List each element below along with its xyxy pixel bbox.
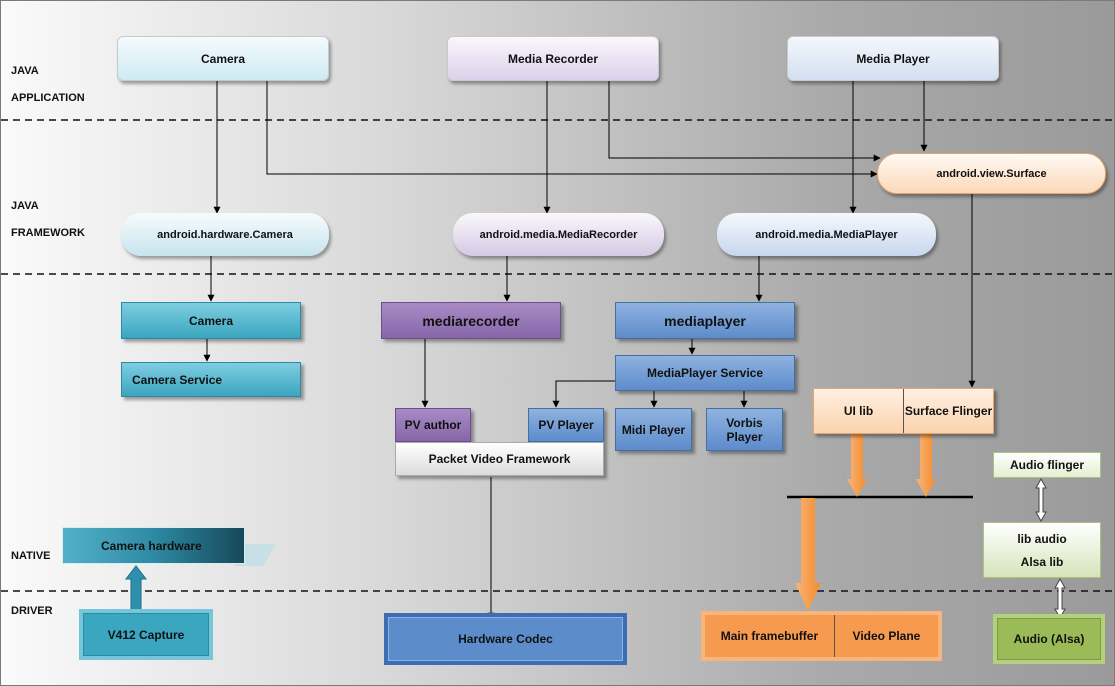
native-camera-hardware: Camera hardware xyxy=(62,527,245,564)
native-pv-player: PV Player xyxy=(528,408,604,442)
arrow-camera-to-surface xyxy=(266,81,878,178)
driver-display: Main framebuffer Video Plane xyxy=(701,611,942,661)
native-mediarecorder: mediarecorder xyxy=(381,302,561,339)
fw-android-media-mediarecorder: android.media.MediaRecorder xyxy=(453,213,664,256)
native-camera: Camera xyxy=(121,302,301,339)
native-camera-service: Camera Service xyxy=(121,362,301,397)
native-midi-player: Midi Player xyxy=(615,408,692,451)
arrow-capture-to-camera-hardware xyxy=(124,565,148,614)
driver-hardware-codec: Hardware Codec xyxy=(384,613,627,665)
fw-android-view-surface: android.view.Surface xyxy=(877,153,1106,194)
native-audio-flinger: Audio flinger xyxy=(993,452,1101,478)
native-lib-audio: lib audio xyxy=(1017,531,1067,546)
native-ui-lib-surface-flinger: UI lib Surface Flinger xyxy=(813,388,994,434)
native-packet-video-framework: Packet Video Framework xyxy=(395,442,604,476)
arrow-recorder-to-surface xyxy=(608,81,881,162)
double-arrow-audioflinger-libaudio xyxy=(1035,477,1047,523)
fw-android-media-mediaplayer: android.media.MediaPlayer xyxy=(717,213,936,256)
layer-label-framework: FRAMEWORK xyxy=(11,227,85,239)
arrow-surfaceflinger-to-bus xyxy=(916,434,936,497)
layer-label-application: APPLICATION xyxy=(11,92,85,104)
layer-label-java-fw: JAVA xyxy=(11,200,39,212)
driver-main-framebuffer: Main framebuffer xyxy=(720,629,819,643)
layer-label-java-app-1: JAVA xyxy=(11,65,39,77)
driver-video-plane: Video Plane xyxy=(833,615,938,657)
native-ui-lib: UI lib xyxy=(843,404,874,418)
arrow-service-to-pvplayer xyxy=(552,380,615,408)
native-surface-flinger: Surface Flinger xyxy=(903,389,993,433)
layer-label-native: NATIVE xyxy=(11,550,51,562)
app-camera: Camera xyxy=(117,36,329,81)
arrow-uilib-to-bus xyxy=(847,434,867,497)
native-alsa-lib: Alsa lib xyxy=(1020,554,1064,569)
arrow-bus-to-framebuffer xyxy=(795,498,821,611)
fw-android-hardware-camera: android.hardware.Camera xyxy=(121,213,329,256)
driver-v4l2-capture: V412 Capture xyxy=(79,609,213,660)
app-media-player: Media Player xyxy=(787,36,999,81)
native-lib-audio-alsa: lib audio Alsa lib xyxy=(983,522,1101,578)
native-pv-author: PV author xyxy=(395,408,471,442)
app-media-recorder: Media Recorder xyxy=(447,36,659,81)
native-mediaplayer-service: MediaPlayer Service xyxy=(615,355,795,391)
native-mediaplayer: mediaplayer xyxy=(615,302,795,339)
driver-audio-alsa: Audio (Alsa) xyxy=(993,614,1105,664)
native-vorbis-player: Vorbis Player xyxy=(706,408,783,451)
layer-label-driver: DRIVER xyxy=(11,605,53,617)
double-arrow-alsalib-audio xyxy=(1054,577,1066,620)
